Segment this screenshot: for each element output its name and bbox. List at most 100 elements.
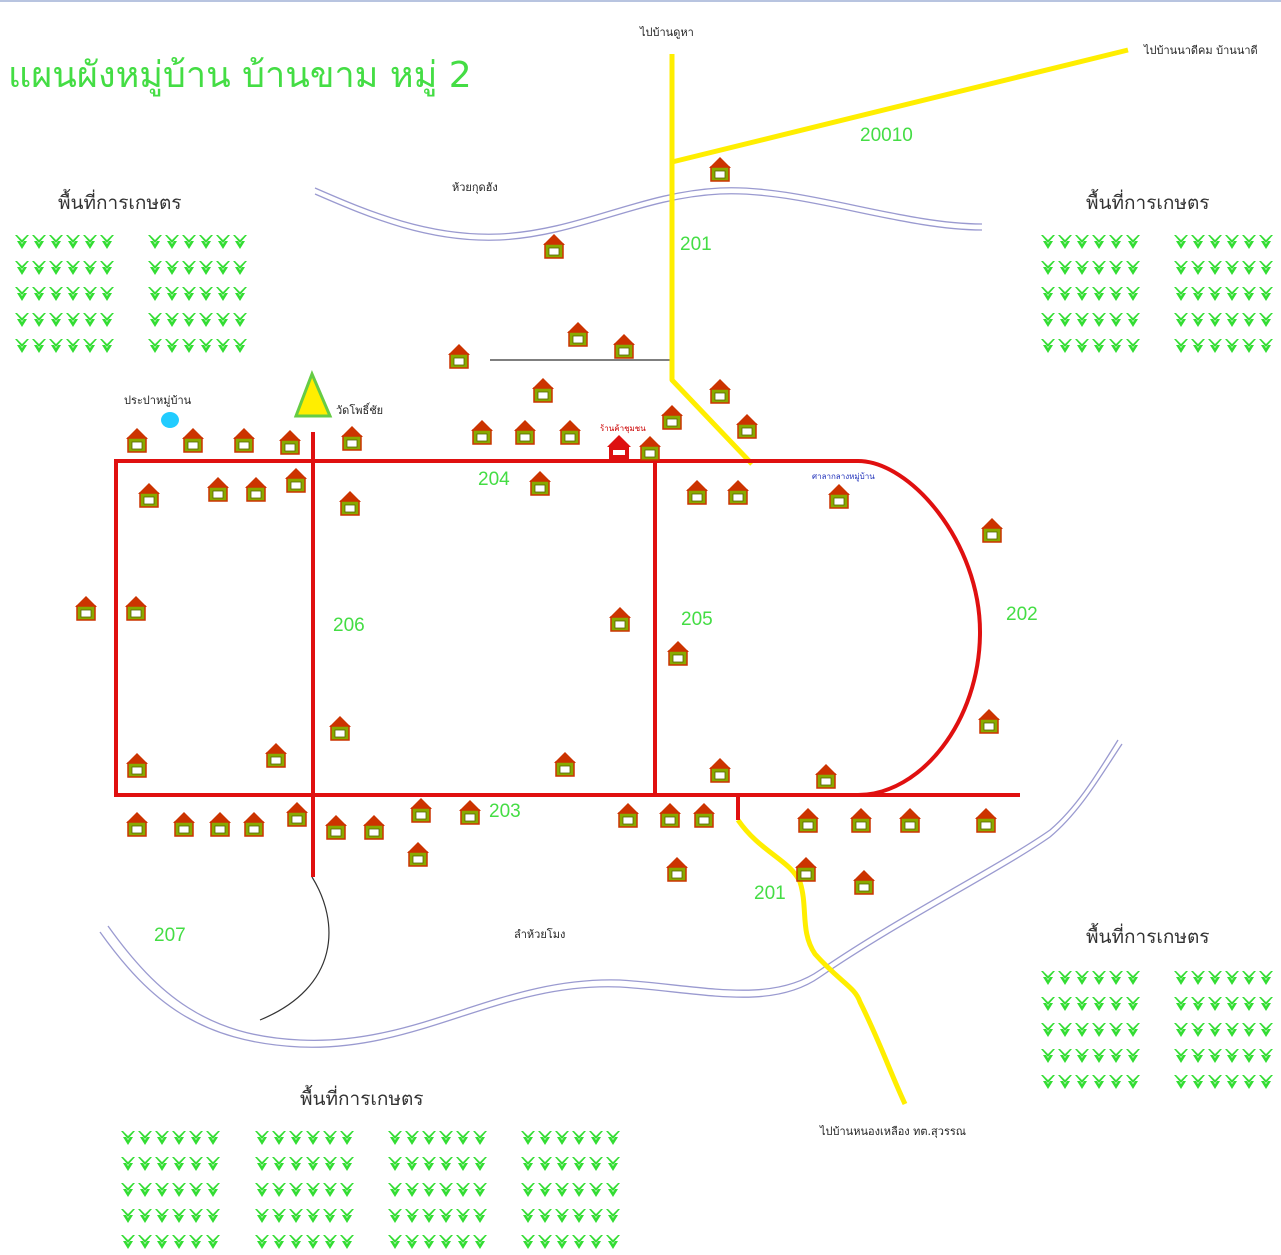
- road-label-206: 206: [333, 615, 365, 636]
- crop-plant-icon: [172, 1235, 186, 1249]
- crop-plant-icon: [1174, 1075, 1188, 1089]
- crop-plant-icon: [1174, 997, 1188, 1011]
- crop-plant-icon: [1092, 339, 1106, 353]
- crop-plant-icon: [1109, 261, 1123, 275]
- creek-south: [99, 739, 1123, 1048]
- crop-plant-icon: [1208, 313, 1222, 327]
- crop-plant-icon: [165, 235, 179, 249]
- crop-plant-icon: [1225, 287, 1239, 301]
- crop-plant-icon: [456, 1157, 470, 1171]
- crop-plant-icon: [289, 1235, 303, 1249]
- crop-plant-icon: [172, 1131, 186, 1145]
- house-icon: [827, 483, 851, 509]
- crop-plant-icon: [422, 1131, 436, 1145]
- house-icon: [172, 811, 196, 837]
- crop-plant-icon: [1058, 313, 1072, 327]
- crop-plant-icon: [306, 1235, 320, 1249]
- crop-plant-icon: [1225, 261, 1239, 275]
- crop-plant-icon: [1225, 1023, 1239, 1037]
- house-icon: [977, 708, 1001, 734]
- crop-plant-icon: [405, 1157, 419, 1171]
- crop-plant-icon: [1174, 235, 1188, 249]
- crop-plant-icon: [148, 261, 162, 275]
- crop-plant-icon: [199, 235, 213, 249]
- crop-plant-icon: [1041, 1075, 1055, 1089]
- crop-plant-icon: [1126, 339, 1140, 353]
- house-icon: [284, 467, 308, 493]
- crop-plant-icon: [405, 1183, 419, 1197]
- house-icon: [278, 429, 302, 455]
- label-to-south: ไปบ้านหนองเหลือง ทต.สุวรรณ: [820, 1125, 966, 1138]
- crop-plant-icon: [1109, 287, 1123, 301]
- crop-plant-icon: [1126, 235, 1140, 249]
- crop-plant-icon: [1058, 971, 1072, 985]
- crop-plant-icon: [473, 1183, 487, 1197]
- house-icon: [409, 797, 433, 823]
- zone-label-northwest: พื้นที่การเกษตร: [58, 192, 182, 214]
- crop-plant-icon: [1109, 313, 1123, 327]
- crop-plant-icon: [1208, 339, 1222, 353]
- crop-plant-icon: [1242, 313, 1256, 327]
- house-icon: [898, 807, 922, 833]
- crop-plant-icon: [1075, 997, 1089, 1011]
- crop-plant-icon: [1174, 971, 1188, 985]
- road-label-203: 203: [489, 801, 521, 822]
- crop-plant-icon: [172, 1157, 186, 1171]
- crop-plant-icon: [1225, 1075, 1239, 1089]
- crop-plant-icon: [165, 339, 179, 353]
- crop-plant-icon: [199, 261, 213, 275]
- crop-plant-icon: [138, 1183, 152, 1197]
- crop-plant-icon: [1191, 287, 1205, 301]
- crop-plant-icon: [100, 339, 114, 353]
- crop-plant-icon: [473, 1131, 487, 1145]
- label-to-north: ไปบ้านดูหา: [640, 26, 694, 39]
- crop-plant-icon: [32, 261, 46, 275]
- crop-plant-icon: [606, 1157, 620, 1171]
- crop-plant-icon: [172, 1183, 186, 1197]
- crop-plant-icon: [32, 313, 46, 327]
- crop-plant-icon: [206, 1157, 220, 1171]
- crop-plant-icon: [182, 261, 196, 275]
- label-creek-south: ลำห้วยโมง: [514, 928, 566, 941]
- crop-plant-icon: [32, 287, 46, 301]
- crop-plant-icon: [1208, 287, 1222, 301]
- house-icon: [708, 156, 732, 182]
- crop-plant-icon: [473, 1235, 487, 1249]
- crop-plant-icon: [1092, 261, 1106, 275]
- crop-plant-icon: [1092, 1075, 1106, 1089]
- crop-plant-icon: [1075, 1049, 1089, 1063]
- house-icon: [528, 470, 552, 496]
- crop-plant-icon: [182, 235, 196, 249]
- crop-plant-icon: [589, 1183, 603, 1197]
- crop-plant-icon: [1225, 1049, 1239, 1063]
- house-icon: [244, 476, 268, 502]
- crop-plant-icon: [100, 261, 114, 275]
- crop-plant-icon: [1075, 339, 1089, 353]
- water-supply-icon: [161, 412, 179, 428]
- crop-plant-icon: [1174, 313, 1188, 327]
- crop-plant-icon: [1259, 1049, 1273, 1063]
- crop-plant-icon: [1092, 313, 1106, 327]
- crop-plant-icon: [1075, 1023, 1089, 1037]
- crop-plant-icon: [606, 1209, 620, 1223]
- crop-plant-icon: [589, 1209, 603, 1223]
- main-roads: [114, 432, 1020, 877]
- crop-plant-icon: [1242, 261, 1256, 275]
- crop-plant-icon: [216, 339, 230, 353]
- crop-plant-icon: [121, 1235, 135, 1249]
- crop-plant-icon: [216, 287, 230, 301]
- creek-north: [314, 187, 983, 241]
- crop-plant-icon: [1109, 1075, 1123, 1089]
- houses: [74, 156, 1004, 895]
- house-icon: [558, 419, 582, 445]
- crop-plant-icon: [1242, 997, 1256, 1011]
- crop-plant-icon: [606, 1183, 620, 1197]
- crop-plant-icon: [1041, 339, 1055, 353]
- crop-plant-icon: [255, 1157, 269, 1171]
- house-icon: [181, 427, 205, 453]
- crop-plant-icon: [1126, 1049, 1140, 1063]
- crop-plant-icon: [1126, 1023, 1140, 1037]
- crop-plant-icon: [1092, 235, 1106, 249]
- crop-plant-icon: [439, 1157, 453, 1171]
- crop-plant-icon: [306, 1209, 320, 1223]
